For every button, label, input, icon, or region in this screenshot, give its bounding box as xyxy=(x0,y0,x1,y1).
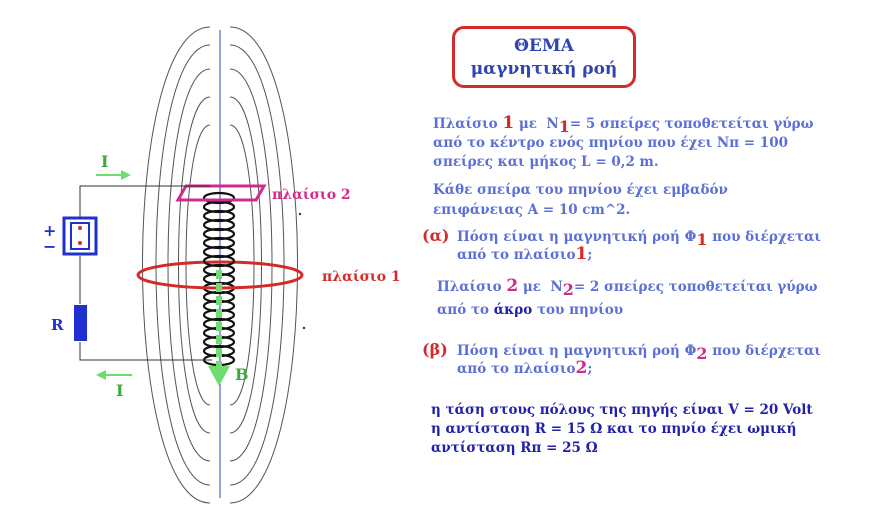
p4-line-2: η αντίσταση R = 15 Ω και το πηνίο έχει ω… xyxy=(431,421,797,437)
p1-line-1: Πλαίσιο 1 με N1= 5 σπείρες τοποθετείται … xyxy=(433,113,814,136)
resistor-label: R xyxy=(51,316,64,334)
title-line-1: ΘΕΜΑ xyxy=(514,36,574,56)
dot-mark xyxy=(298,212,302,216)
p3-line-2: από το άκρο του πηνίου xyxy=(437,302,624,318)
p1-line-3: σπείρες και μήκος L = 0,2 m. xyxy=(433,154,659,170)
p2-line-1: Κάθε σπείρα του πηνίου έχει εμβαδόν xyxy=(433,182,728,198)
battery xyxy=(62,216,98,256)
field-line-left xyxy=(185,124,211,406)
p4-line-3: αντίσταση Rπ = 25 Ω xyxy=(431,440,598,456)
field-line-left xyxy=(142,26,211,504)
current-arrow-bottom xyxy=(96,370,132,380)
resistor xyxy=(74,305,87,341)
question-b-label: (β) xyxy=(422,340,448,359)
b-field-label: B xyxy=(235,365,249,384)
frame-2-label: πλαίσιο 2 xyxy=(272,186,351,203)
current-arrow-top xyxy=(96,170,131,180)
p1-line-2: από το κέντρο ενός πηνίου που έχει Νπ = … xyxy=(433,135,788,151)
question-b-line-1: Πόση είναι η μαγνητική ροή Φ2 που διέρχε… xyxy=(457,343,821,363)
p3-line-1: Πλαίσιο 2 με N2= 2 σπείρες τοποθετείται … xyxy=(437,276,818,299)
question-a-label: (α) xyxy=(422,226,450,245)
field-line-right xyxy=(229,124,255,406)
title-box: ΘΕΜΑ μαγνητική ροή xyxy=(452,26,636,88)
field-line-left xyxy=(155,44,211,486)
current-label-top: I xyxy=(101,152,108,171)
question-b-line-2: από το πλαίσιο2; xyxy=(457,358,593,378)
dot-mark xyxy=(302,326,306,330)
p4-line-1: η τάση στους πόλους της πηγής είναι V = … xyxy=(431,402,813,418)
frame-1-label: πλαίσιο 1 xyxy=(322,268,401,285)
field-line-left xyxy=(178,96,211,434)
battery-minus-label: − xyxy=(43,237,56,256)
coil-magnetic-field-diagram: + − R I I B πλαίσιο 2 πλαίσιο 1 xyxy=(43,26,401,504)
battery-plus-label: + xyxy=(43,221,56,240)
question-a-line-1: Πόση είναι η μαγνητική ροή Φ1 που διέρχε… xyxy=(457,229,821,249)
field-line-right xyxy=(229,26,298,504)
circuit-wires xyxy=(79,185,212,361)
frame-2 xyxy=(175,184,267,202)
frame-1-back xyxy=(136,260,304,276)
b-field-arrow xyxy=(208,270,230,386)
current-label-bottom: I xyxy=(116,381,123,400)
title-line-2: μαγνητική ροή xyxy=(470,59,618,79)
question-a-line-2: από το πλαίσιο1; xyxy=(457,244,593,264)
field-line-right xyxy=(229,44,285,486)
p2-line-2: επιφάνειας Α = 10 cm^2. xyxy=(433,202,631,218)
